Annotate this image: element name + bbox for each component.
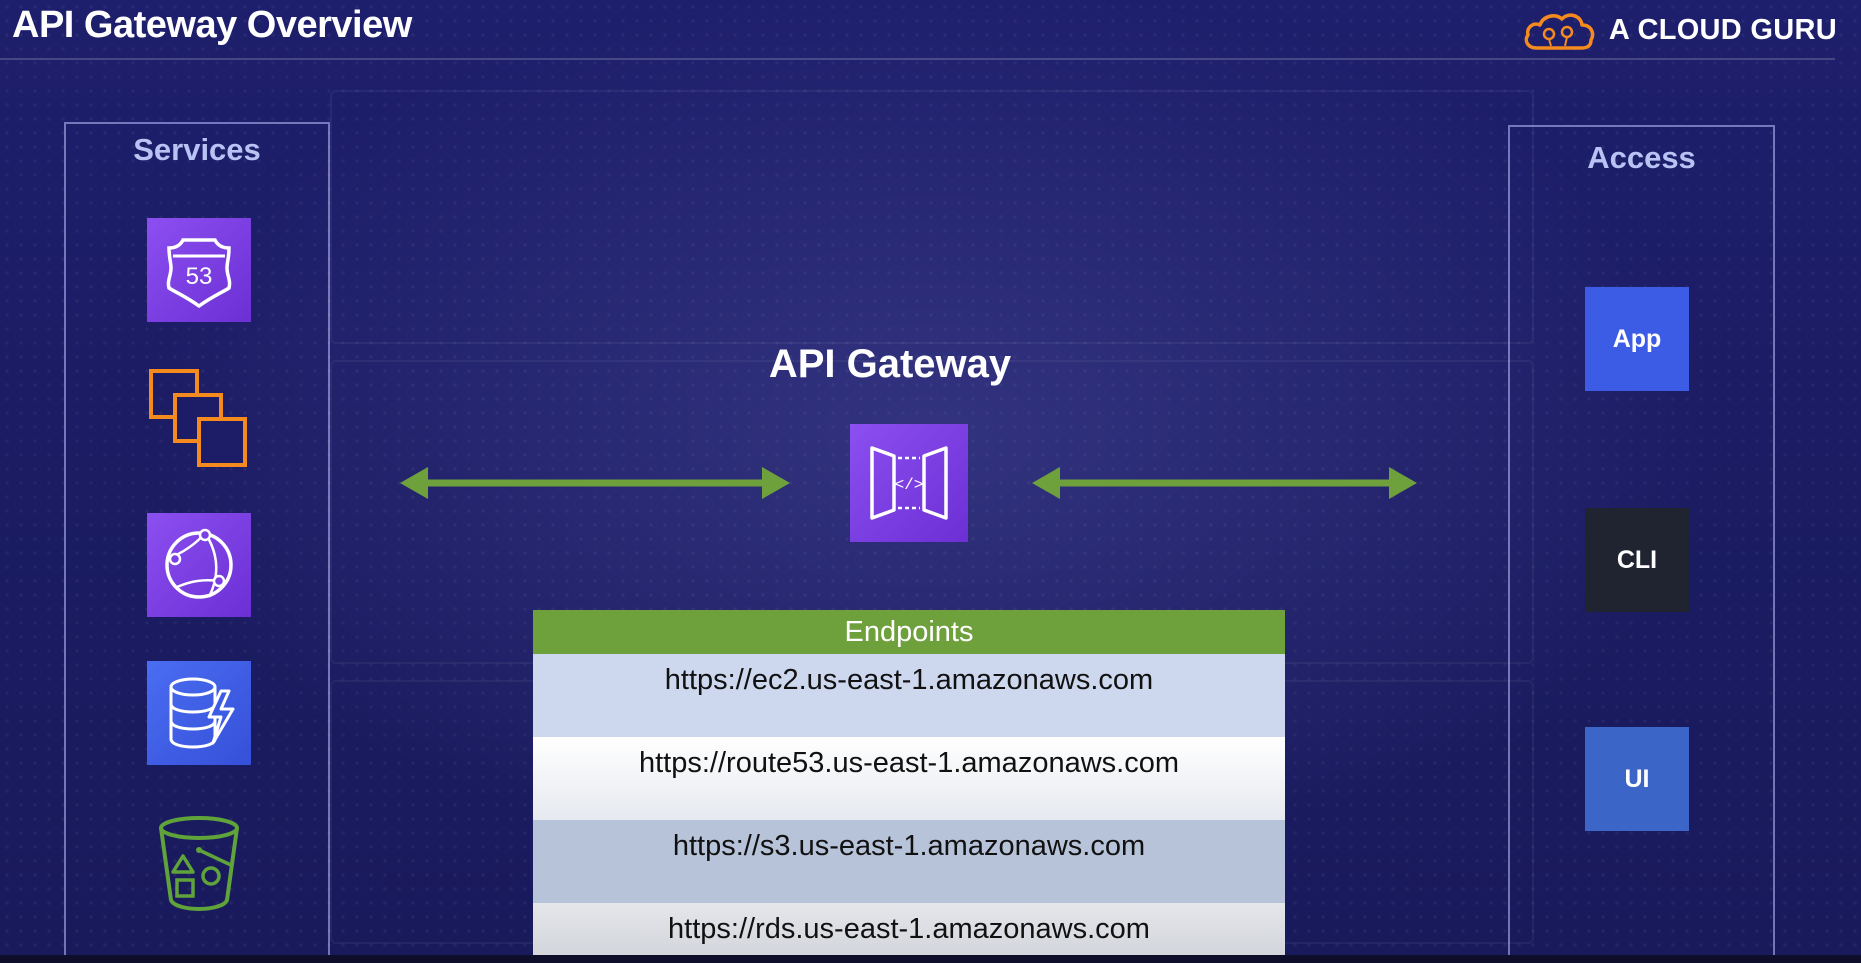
- route53-icon: 53: [147, 218, 251, 322]
- dynamodb-icon: [147, 661, 251, 765]
- access-title: Access: [1587, 140, 1696, 175]
- header-divider: [0, 58, 1835, 60]
- cli-access-item[interactable]: CLI: [1585, 508, 1689, 612]
- api-gateway-icon: </>: [850, 424, 968, 542]
- ui-access-item[interactable]: UI: [1585, 727, 1689, 831]
- access-panel: Access: [1508, 125, 1775, 963]
- svg-text:</>: </>: [895, 476, 924, 494]
- endpoint-row: https://ec2.us-east-1.amazonaws.com: [533, 654, 1285, 737]
- brand: A CLOUD GURU: [1521, 8, 1837, 52]
- ec2-instances-icon: [147, 367, 251, 471]
- page-title: API Gateway Overview: [12, 4, 412, 46]
- endpoint-row: https://s3.us-east-1.amazonaws.com: [533, 820, 1285, 903]
- s3-bucket-icon: [147, 810, 251, 914]
- endpoints-header: Endpoints: [533, 610, 1285, 654]
- video-bottom-bar: [0, 955, 1861, 963]
- background-server-rack: [330, 90, 1534, 344]
- brand-name: A CLOUD GURU: [1608, 13, 1837, 46]
- cloud-guru-logo-icon: [1524, 13, 1595, 50]
- cloudfront-icon: [147, 513, 251, 617]
- endpoint-row: https://route53.us-east-1.amazonaws.com: [533, 737, 1285, 820]
- services-gateway-arrow: [400, 467, 790, 499]
- gateway-access-arrow: [1032, 467, 1417, 499]
- services-panel: Services: [64, 122, 330, 963]
- app-access-item[interactable]: App: [1585, 287, 1689, 391]
- endpoints-table: Endpoints https://ec2.us-east-1.amazonaw…: [533, 610, 1285, 963]
- services-title: Services: [133, 132, 261, 167]
- endpoint-row: https://rds.us-east-1.amazonaws.com: [533, 903, 1285, 963]
- route53-label: 53: [186, 263, 213, 290]
- api-gateway-title: API Gateway: [768, 342, 1012, 386]
